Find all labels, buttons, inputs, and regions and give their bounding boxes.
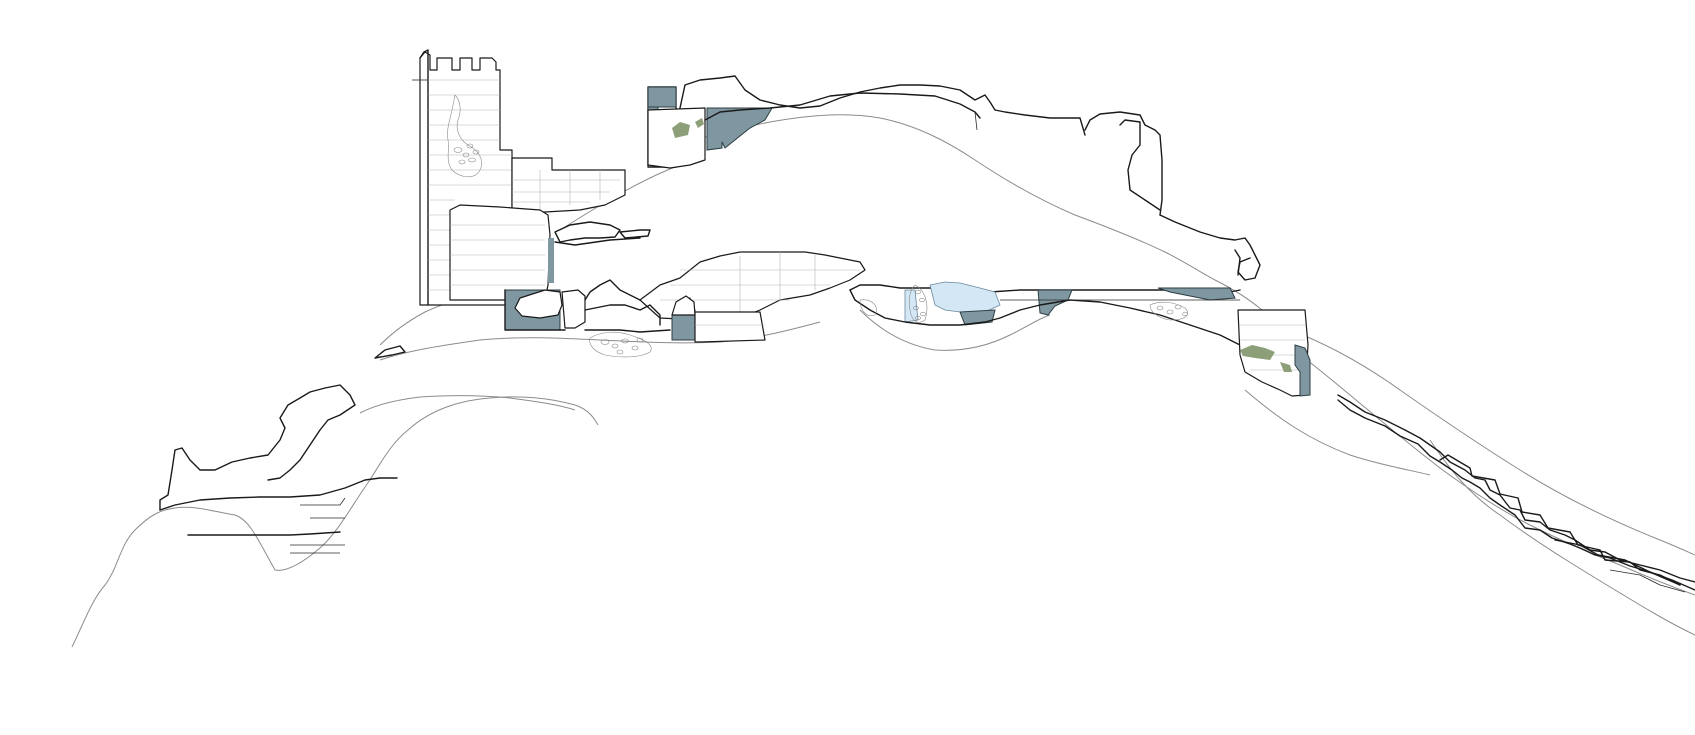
upper-right-curve-lower [1234, 249, 1241, 276]
bastion-small-tower [561, 289, 586, 329]
upper-middle-ruins [647, 75, 1261, 281]
upper-ridge-step [974, 111, 978, 131]
right-tower-vegetation [1240, 345, 1275, 360]
terrain-line-left-inner [359, 395, 576, 414]
tower-left-edge [419, 49, 429, 306]
right-wall-steps [1439, 454, 1681, 586]
mid-low-wall [694, 311, 766, 343]
right-tower-repair [1294, 344, 1311, 397]
lower-left-bastion [504, 289, 671, 333]
terrain-line-right-base [1429, 439, 1695, 636]
right-tower [1237, 309, 1311, 397]
tower-rubble-patch [447, 94, 482, 178]
bastion-bridge [584, 304, 661, 326]
mid-chunk-tip [619, 229, 651, 239]
central-left-rubble [859, 299, 877, 317]
right-wall-base-step [1554, 539, 1681, 586]
mid-small-tower [589, 295, 766, 358]
mid-chunk-outline [554, 221, 621, 243]
central-right-repair-top [1157, 287, 1236, 301]
central-right-lower [849, 289, 1241, 346]
bastion-base [584, 329, 671, 333]
terrain-profiles [71, 114, 1695, 648]
mid-curtain-top [554, 237, 641, 246]
terrain-line-right-inner [1289, 329, 1695, 556]
right-rubble-cluster [1149, 301, 1189, 321]
central-curtain-crest [584, 279, 641, 301]
annex-wall-body [511, 157, 626, 213]
terrain-line-bowl [859, 309, 1051, 351]
right-descending-wall [1337, 394, 1695, 593]
annex-wall-courses [512, 170, 620, 212]
mid-curtain-left [554, 221, 651, 246]
mid-small-tower-top [671, 295, 696, 316]
upper-block-right-repair [706, 107, 773, 151]
upper-block-left-repair-top [647, 86, 677, 108]
front-keep-block [449, 204, 554, 301]
left-outwork-small-rampart [374, 345, 406, 359]
upper-right-curve [1159, 214, 1261, 281]
central-curtain-wall [584, 251, 866, 321]
upper-block-vegetation-2 [695, 118, 704, 128]
front-keep-body [449, 204, 551, 301]
terrain-line-left-outer [71, 396, 599, 648]
bastion-outline [504, 289, 566, 331]
upper-spur-outline [1084, 111, 1163, 216]
tower-rubble-stones [453, 143, 480, 165]
upper-ridge-lower [704, 92, 981, 121]
tower-masonry-courses [428, 79, 512, 291]
central-rubble-column [908, 284, 928, 323]
upper-block-vegetation [672, 122, 690, 138]
upper-ridge-line [679, 75, 1086, 136]
tower-annex-wall [511, 157, 626, 213]
terrain-line-crest [649, 114, 1263, 311]
left-outwork-ruins [159, 345, 406, 554]
upper-block-main [647, 107, 706, 169]
upper-spur-inner [1119, 119, 1161, 211]
left-outwork-base-line [187, 531, 341, 536]
left-outwork-lower-wall [159, 477, 398, 511]
right-tower-vegetation-2 [1280, 362, 1292, 372]
mid-rubble-cluster [589, 331, 652, 358]
front-keep-courses [450, 224, 545, 286]
right-rubble-stones [1156, 304, 1188, 317]
left-outwork-step-1 [300, 497, 346, 506]
mid-rubble-stones [600, 337, 644, 355]
right-wall-upper [1337, 394, 1695, 583]
central-rubble-stones [913, 289, 926, 321]
left-outwork-outline [159, 384, 356, 511]
front-keep-repair-strip [548, 238, 554, 283]
central-right-curtain [849, 281, 1241, 346]
right-wall-lower [1337, 399, 1695, 591]
right-wall-base-step-2 [1609, 569, 1686, 593]
terrain-line-right-outer [1261, 329, 1695, 596]
conservation-zone-light-patch [929, 281, 1001, 313]
terrain-line-right-foot [1244, 389, 1431, 476]
bastion-void [514, 289, 563, 319]
